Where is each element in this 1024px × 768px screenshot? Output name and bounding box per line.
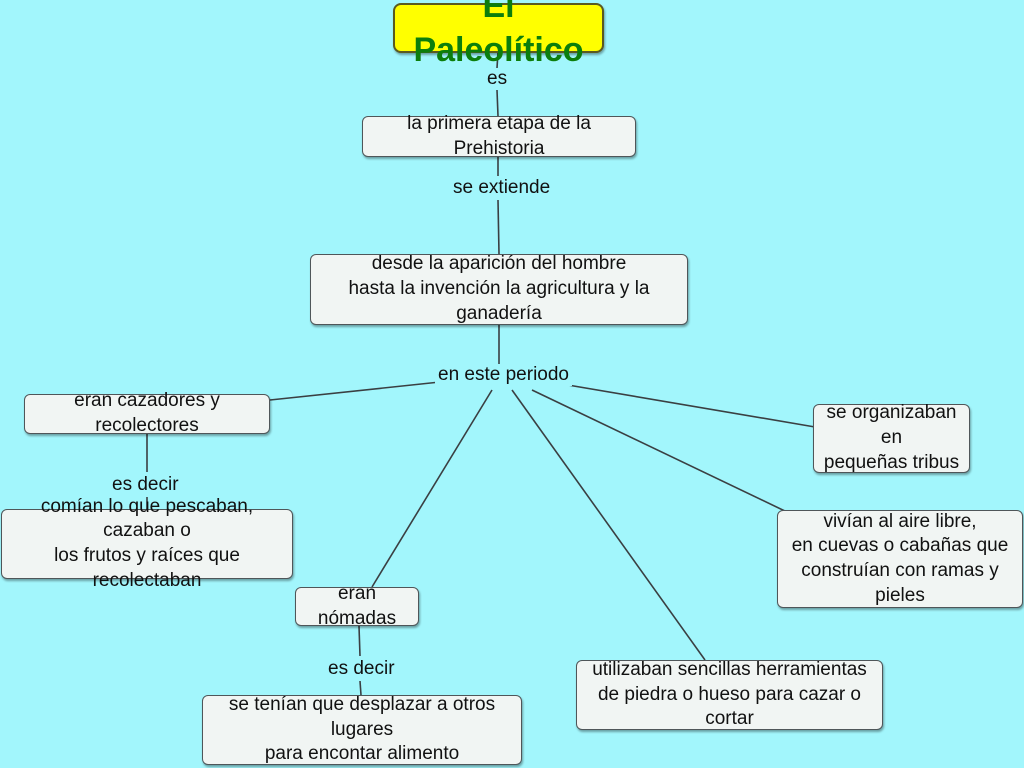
link-hub-herramientas	[511, 389, 706, 661]
link-hub-tribus	[561, 383, 816, 428]
link-label-en-este-periodo: en este periodo	[435, 364, 572, 386]
node-primera-etapa[interactable]: la primera etapa de la Prehistoria	[362, 113, 636, 159]
node-desplazar[interactable]: se tenían que desplazar a otros lugares …	[202, 694, 522, 765]
node-periodo-aparicion[interactable]: desde la aparición del hombre hasta la i…	[310, 253, 688, 325]
node-cazadores-recolectores[interactable]: eran cazadores y recolectores	[24, 390, 270, 436]
link-label-se-extiende: se extiende	[450, 177, 554, 199]
link-es-decir-desplazar	[359, 680, 362, 696]
node-herramientas[interactable]: utilizaban sencillas herramientas de pie…	[576, 659, 883, 730]
link-root-es	[496, 51, 499, 69]
link-hub-cazadores	[269, 381, 441, 401]
node-comian[interactable]: comían lo que pescaban, cazaban o los fr…	[1, 496, 293, 591]
link-se-extiende-periodo	[497, 199, 500, 255]
link-es-primera-etapa	[496, 89, 499, 117]
node-tribus[interactable]: se organizaban en pequeñas tribus	[813, 402, 970, 473]
node-aire-libre[interactable]: vivían al aire libre, en cuevas o cabaña…	[777, 510, 1023, 608]
link-hub-nomadas	[371, 389, 493, 588]
link-nomadas-es-decir	[358, 625, 361, 657]
link-label-es: es	[484, 68, 511, 90]
node-nomadas[interactable]: eran nómadas	[295, 583, 419, 629]
link-label-es-decir-2: es decir	[325, 658, 398, 680]
link-label-es-decir-1: es decir	[109, 474, 182, 496]
link-hub-aire-libre	[531, 389, 788, 513]
node-el-paleolitico[interactable]: El Paleolítico	[393, 0, 604, 69]
